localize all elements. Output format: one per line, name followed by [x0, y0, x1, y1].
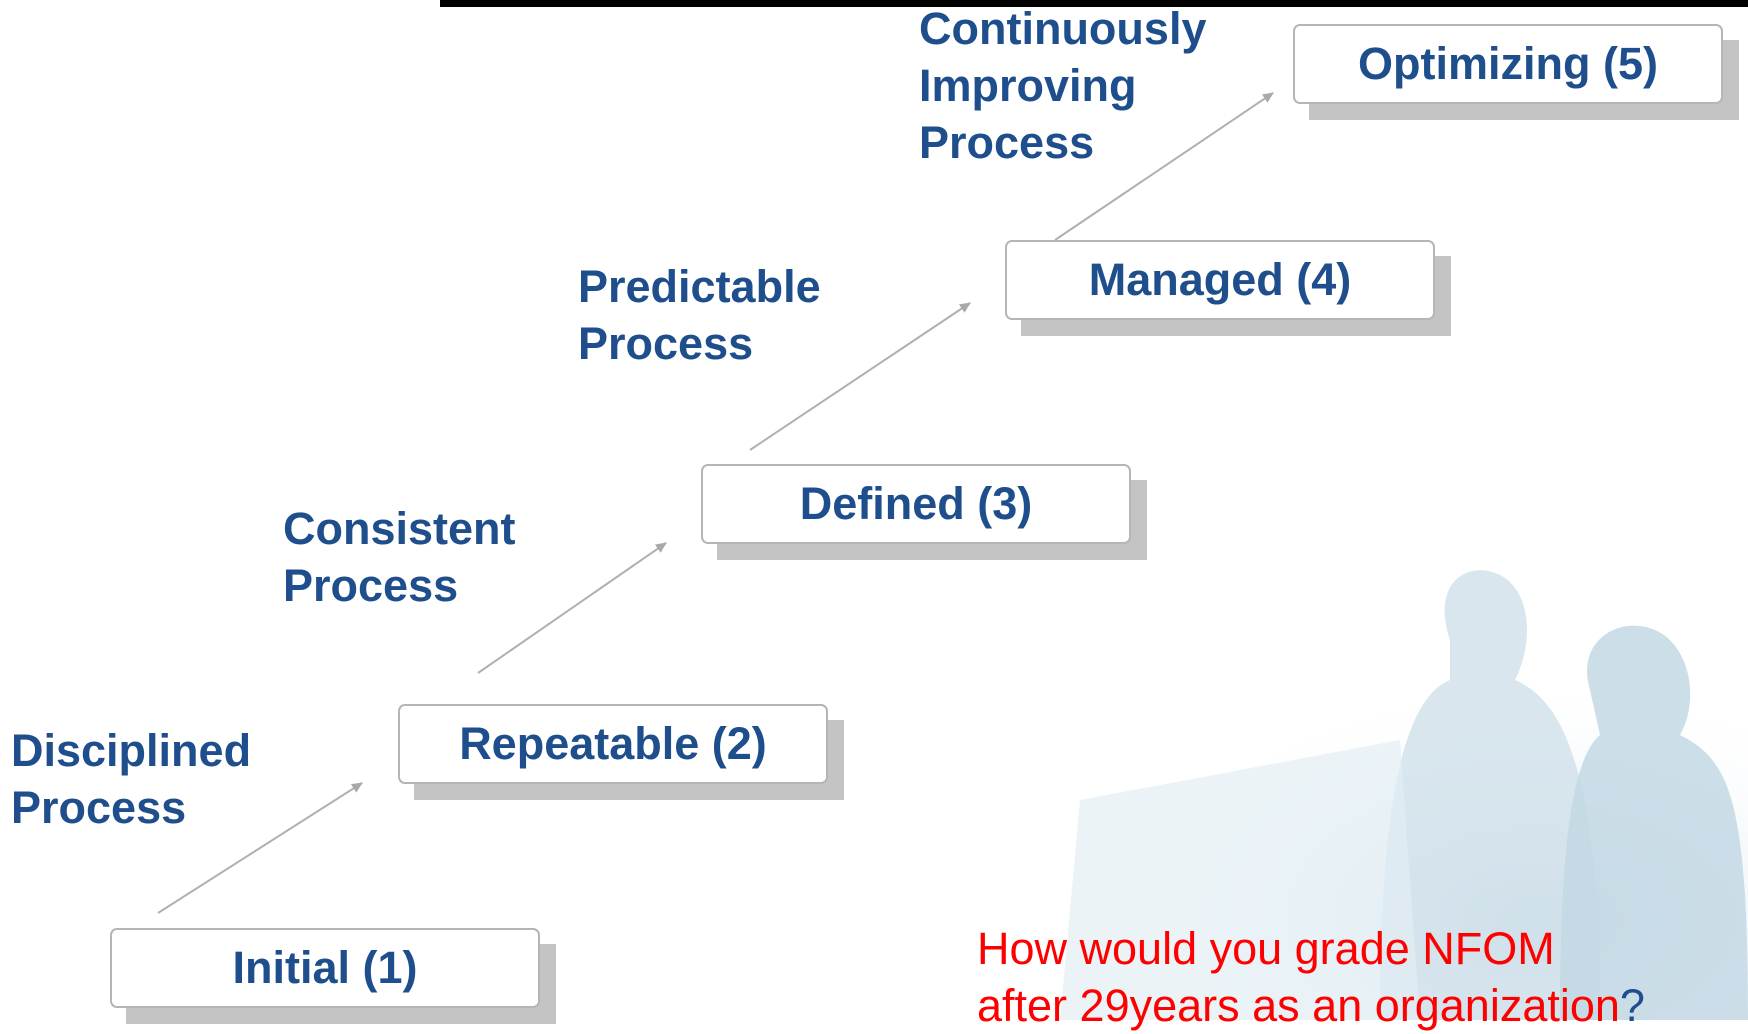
- level-label: Managed (4): [1005, 240, 1435, 320]
- desc-predictable-process: Predictable Process: [578, 261, 821, 369]
- question-body: How would you grade NFOM after 29years a…: [977, 923, 1620, 1031]
- desc-disciplined-process: Disciplined Process: [11, 725, 252, 833]
- desc-continuously-improving-process: Continuously Improving Process: [919, 3, 1207, 168]
- level-label: Initial (1): [110, 928, 540, 1008]
- level-optimizing: Optimizing (5): [1293, 24, 1739, 120]
- question-mark: ?: [1619, 980, 1645, 1031]
- arrow-4-to-5: [1054, 92, 1274, 241]
- desc-consistent-process: Consistent Process: [283, 503, 516, 611]
- question-text: How would you grade NFOM after 29years a…: [977, 920, 1645, 1034]
- level-defined: Defined (3): [701, 464, 1147, 560]
- level-initial: Initial (1): [110, 928, 556, 1024]
- level-label: Defined (3): [701, 464, 1131, 544]
- arrow-3-to-4: [749, 302, 971, 451]
- level-repeatable: Repeatable (2): [398, 704, 844, 800]
- level-label: Repeatable (2): [398, 704, 828, 784]
- level-label: Optimizing (5): [1293, 24, 1723, 104]
- top-bar: [440, 0, 1748, 7]
- arrow-1-to-2: [157, 782, 363, 914]
- arrow-2-to-3: [477, 542, 667, 674]
- level-managed: Managed (4): [1005, 240, 1451, 336]
